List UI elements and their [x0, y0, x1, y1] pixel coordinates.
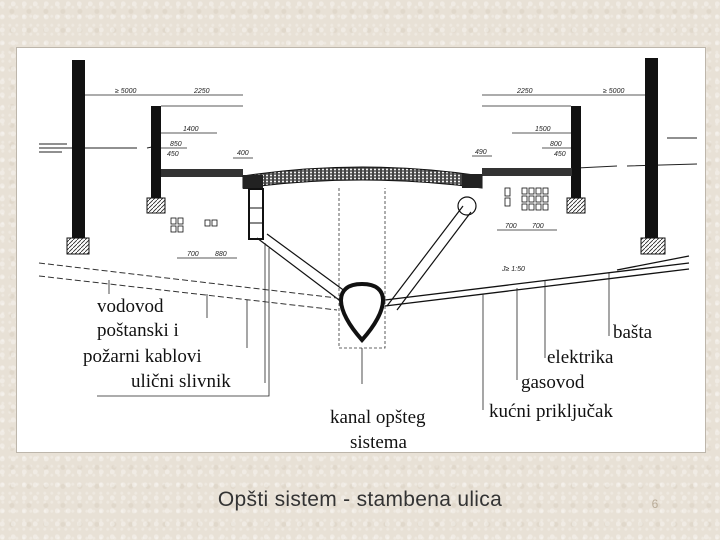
label-basta: bašta: [613, 322, 653, 343]
label-vodovod: vodovod: [97, 296, 164, 317]
right-cable-ducts: [504, 187, 549, 211]
right-leader-lines: [361, 273, 610, 410]
dim-right-450: 450: [554, 151, 566, 158]
water-pipe: [38, 262, 338, 311]
dim-left-850: 850: [170, 141, 182, 148]
label-gasovod: gasovod: [521, 372, 585, 393]
ground-lines: [39, 137, 698, 169]
left-labels: vodovod poštanski i požarni kablovi ulič…: [83, 296, 231, 392]
dimension-labels: ≥ 5000 2250 1400 850 450 400 700 880 ≥ 5…: [115, 88, 624, 273]
slide-number: 6: [651, 497, 659, 511]
main-sewer: [339, 281, 385, 343]
dim-left-mid: 2250: [193, 88, 210, 95]
right-utility-pipes: [384, 255, 690, 307]
roadway: [242, 166, 483, 189]
label-postanski: poštanski i: [97, 320, 179, 341]
cross-section-drawing: ≥ 5000 2250 1400 850 450 400 700 880 ≥ 5…: [38, 58, 698, 452]
dim-left-400: 400: [237, 150, 249, 157]
label-ulicni-slivnik: ulični slivnik: [131, 371, 231, 392]
street-inlet: [248, 188, 264, 240]
left-building-walls: [66, 60, 166, 255]
dim-right-mid: 2250: [516, 88, 533, 95]
street-cross-section-figure: ≥ 5000 2250 1400 850 450 400 700 880 ≥ 5…: [16, 47, 706, 453]
dim-left-880: 880: [215, 251, 227, 258]
label-kanal-line1: kanal opšteg: [330, 407, 426, 428]
dim-right-800: 800: [550, 141, 562, 148]
dim-left-700: 700: [187, 251, 199, 258]
dim-right-outer: ≥ 5000: [603, 88, 624, 95]
left-leader-lines: [97, 243, 270, 397]
label-pozarni-kablovi: požarni kablovi: [83, 346, 202, 367]
center-label: kanal opšteg sistema: [330, 407, 426, 452]
dim-right-700a: 700: [505, 223, 517, 230]
dim-left-1400: 1400: [183, 126, 199, 133]
dim-right-700b: 700: [532, 223, 544, 230]
dim-slope: J≥ 1:50: [501, 266, 525, 273]
sidewalks: [161, 168, 572, 177]
dimension-lines: [85, 94, 645, 259]
dim-right-1500: 1500: [535, 126, 551, 133]
right-building-walls: [566, 58, 666, 255]
right-labels: bašta elektrika gasovod kućni priključak: [489, 322, 653, 422]
dim-left-450: 450: [167, 151, 179, 158]
dim-right-490: 490: [475, 149, 487, 156]
label-kucni-prikljucak: kućni priključak: [489, 401, 613, 422]
left-cable-ducts: [170, 217, 218, 233]
dim-left-outer: ≥ 5000: [115, 88, 136, 95]
label-kanal-line2: sistema: [350, 432, 408, 452]
connection-pipes: [256, 196, 477, 311]
label-elektrika: elektrika: [547, 347, 614, 368]
slide-caption: Opšti sistem - stambena ulica: [217, 488, 503, 511]
